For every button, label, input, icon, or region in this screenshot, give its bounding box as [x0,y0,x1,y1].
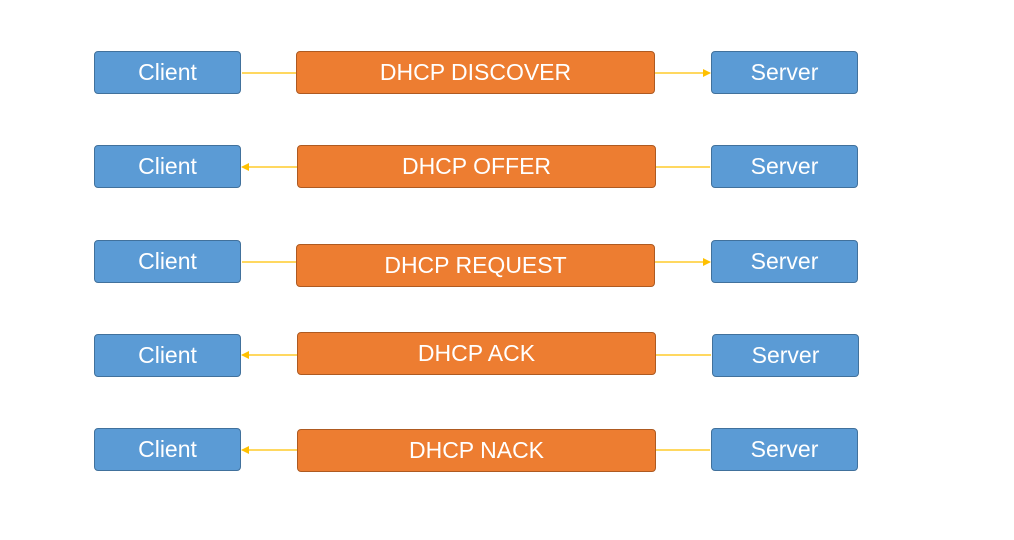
server-node: Server [711,145,858,188]
client-node: Client [94,240,241,283]
server-node: Server [712,334,859,377]
server-node: Server [711,51,858,94]
message-dhcp-nack: DHCP NACK [297,429,656,472]
message-dhcp-ack: DHCP ACK [297,332,656,375]
client-node: Client [94,334,241,377]
server-node: Server [711,428,858,471]
client-node: Client [94,51,241,94]
client-node: Client [94,428,241,471]
server-node: Server [711,240,858,283]
message-dhcp-request: DHCP REQUEST [296,244,655,287]
message-dhcp-discover: DHCP DISCOVER [296,51,655,94]
client-node: Client [94,145,241,188]
message-dhcp-offer: DHCP OFFER [297,145,656,188]
